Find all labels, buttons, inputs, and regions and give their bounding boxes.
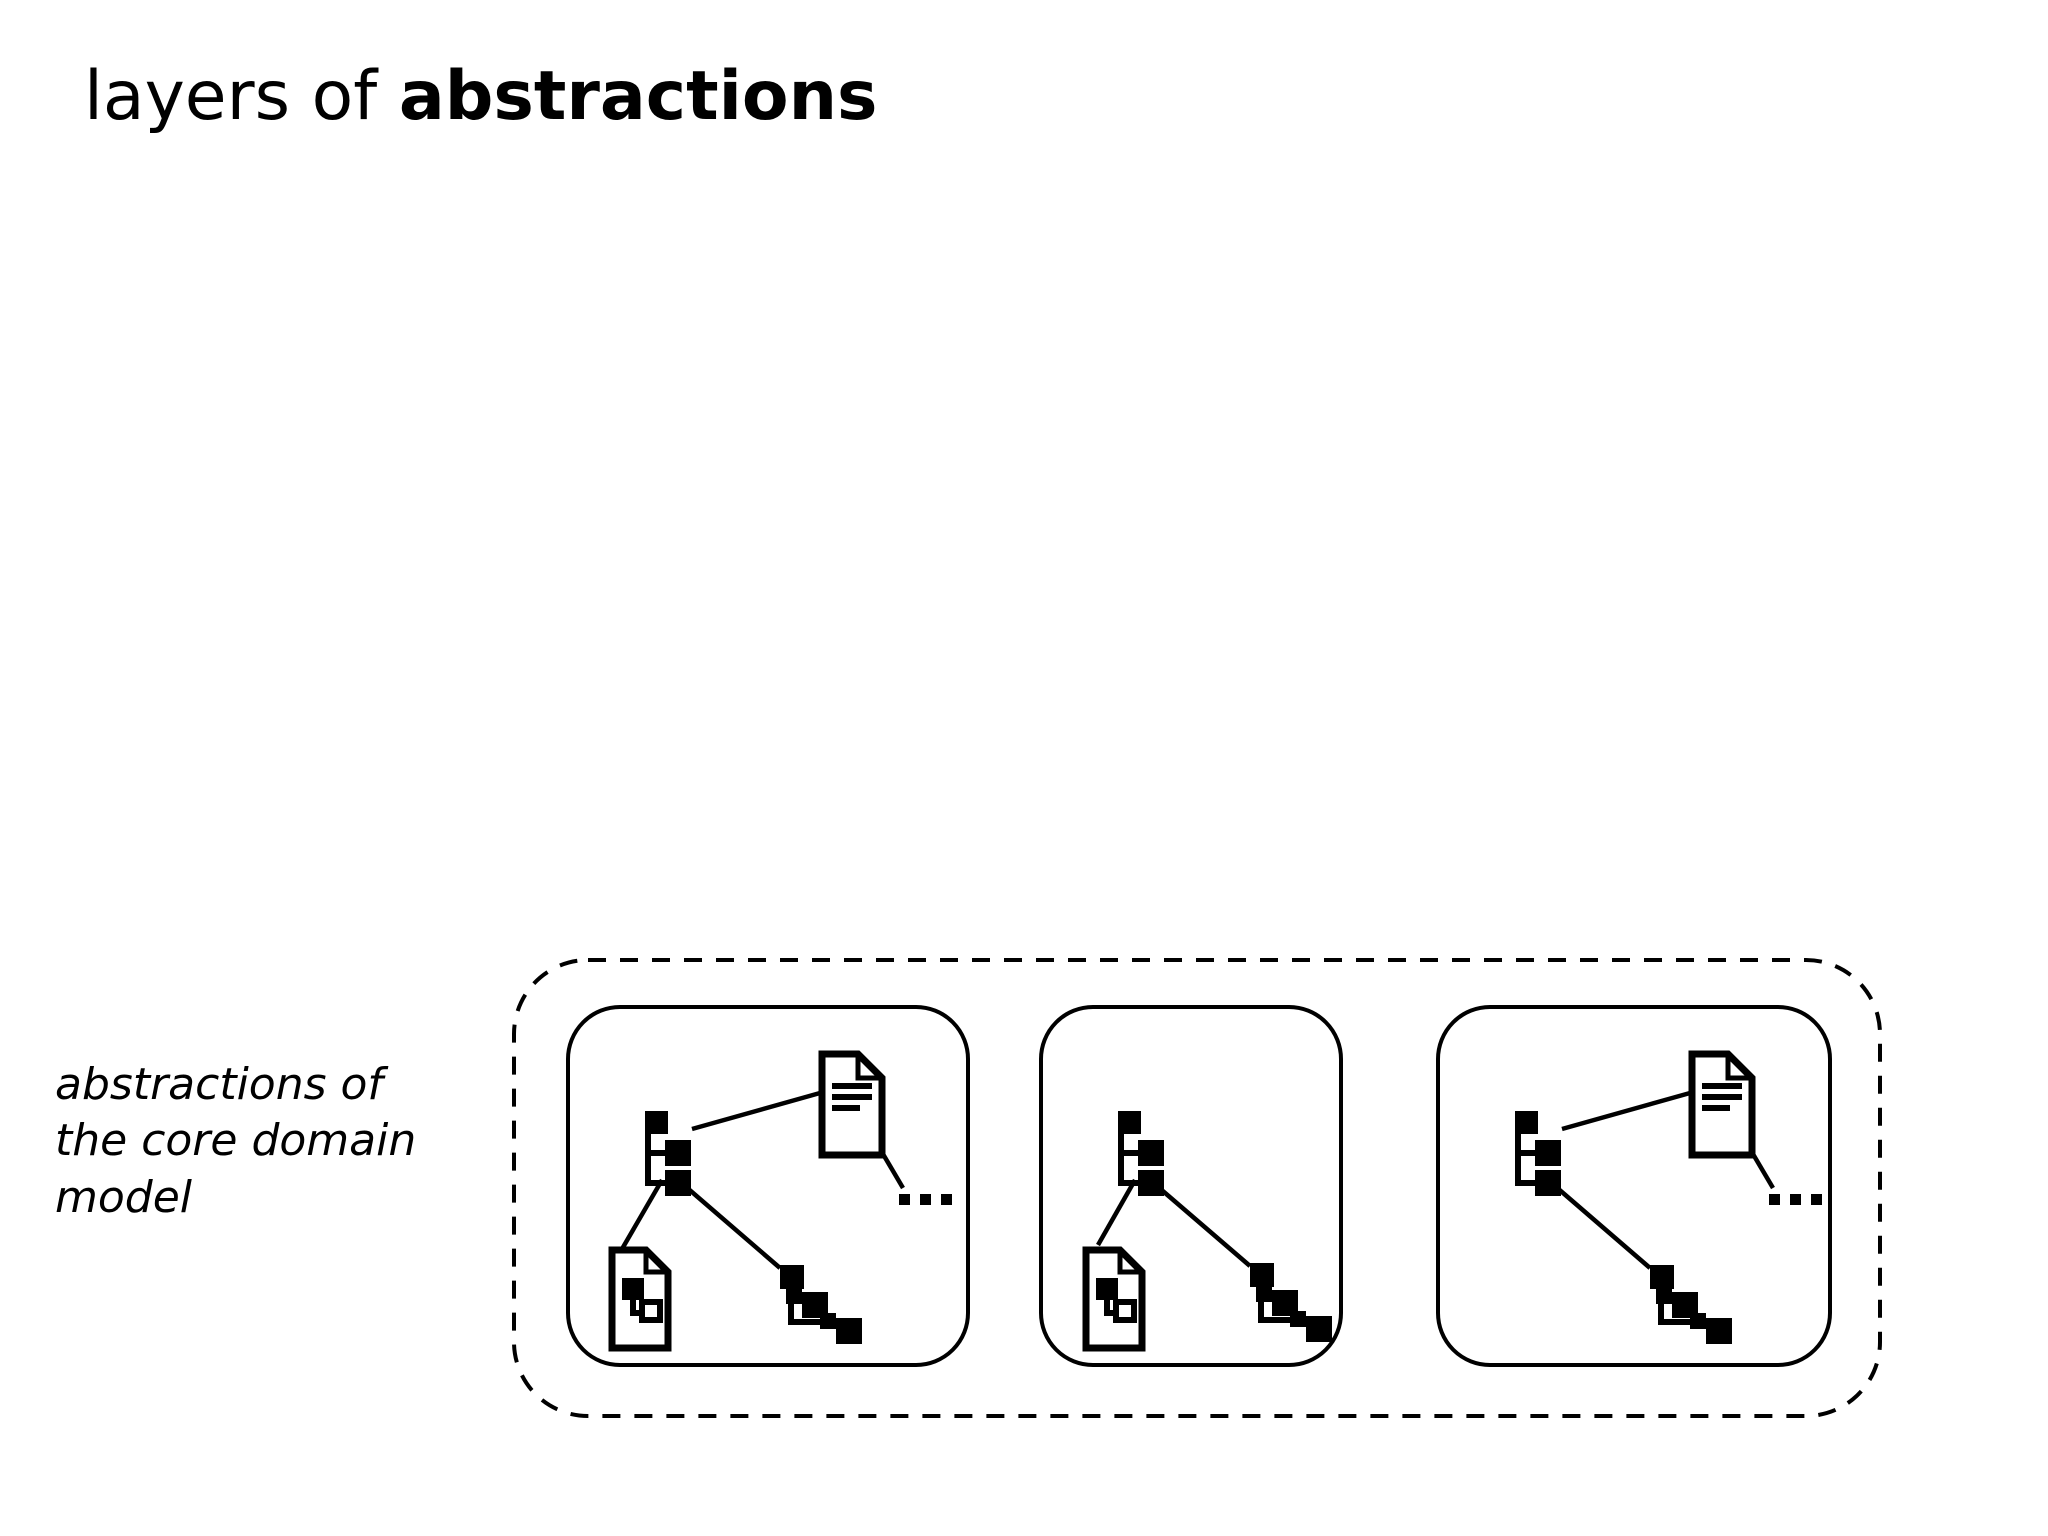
staircase-cluster-icon <box>1250 1263 1332 1342</box>
connector-tree-to-staircase <box>676 1178 782 1270</box>
abstraction-card-2-border <box>1039 1005 1343 1367</box>
connector-tree-to-staircase <box>1148 1178 1252 1268</box>
abstraction-card-3-border <box>1436 1005 1832 1367</box>
page-title-strong: abstractions <box>398 57 878 136</box>
diagram-document-icon <box>608 1246 672 1352</box>
connector-tree-to-textdoc <box>1561 1090 1691 1132</box>
connector-tree-to-staircase <box>1546 1178 1652 1270</box>
staircase-cluster-icon <box>1650 1265 1732 1344</box>
layer-caption-line-3: model <box>55 1171 193 1223</box>
page-title: layers of abstractions <box>84 57 878 136</box>
connector-tree-to-textdoc <box>691 1090 821 1132</box>
abstraction-card-1-border <box>566 1005 970 1367</box>
abstraction-card-3-connectors <box>1546 1090 1775 1270</box>
layer-caption-line-1: abstractions of <box>55 1059 383 1110</box>
staircase-cluster-icon <box>780 1265 862 1344</box>
tree-cluster-icon <box>645 1111 691 1196</box>
abstraction-card-1-connectors <box>620 1090 905 1270</box>
layer-caption-line-2: the core domain <box>55 1115 417 1167</box>
connector-tree-to-diagramdoc <box>620 1178 664 1251</box>
connector-textdoc-to-ellipsis <box>868 1130 905 1190</box>
layer-caption: abstractions of the core domain model <box>55 1057 495 1226</box>
tree-cluster-icon <box>1118 1111 1164 1196</box>
abstraction-card-1[interactable] <box>566 1005 970 1367</box>
connector-textdoc-to-ellipsis <box>1738 1130 1775 1190</box>
abstraction-layer-group <box>512 958 1882 1418</box>
tree-cluster-icon <box>1515 1111 1561 1196</box>
abstraction-card-3[interactable] <box>1436 1005 1832 1367</box>
page-title-light: layers of <box>84 57 399 136</box>
ellipsis-dots <box>1769 1194 1822 1205</box>
diagram-document-icon <box>1082 1246 1146 1352</box>
abstraction-card-2[interactable] <box>1039 1005 1343 1367</box>
connector-tree-to-diagramdoc <box>1096 1178 1137 1247</box>
abstraction-card-2-connectors <box>1096 1178 1252 1268</box>
text-document-icon <box>818 1050 886 1159</box>
text-document-icon <box>1688 1050 1756 1159</box>
ellipsis-dots <box>899 1194 952 1205</box>
